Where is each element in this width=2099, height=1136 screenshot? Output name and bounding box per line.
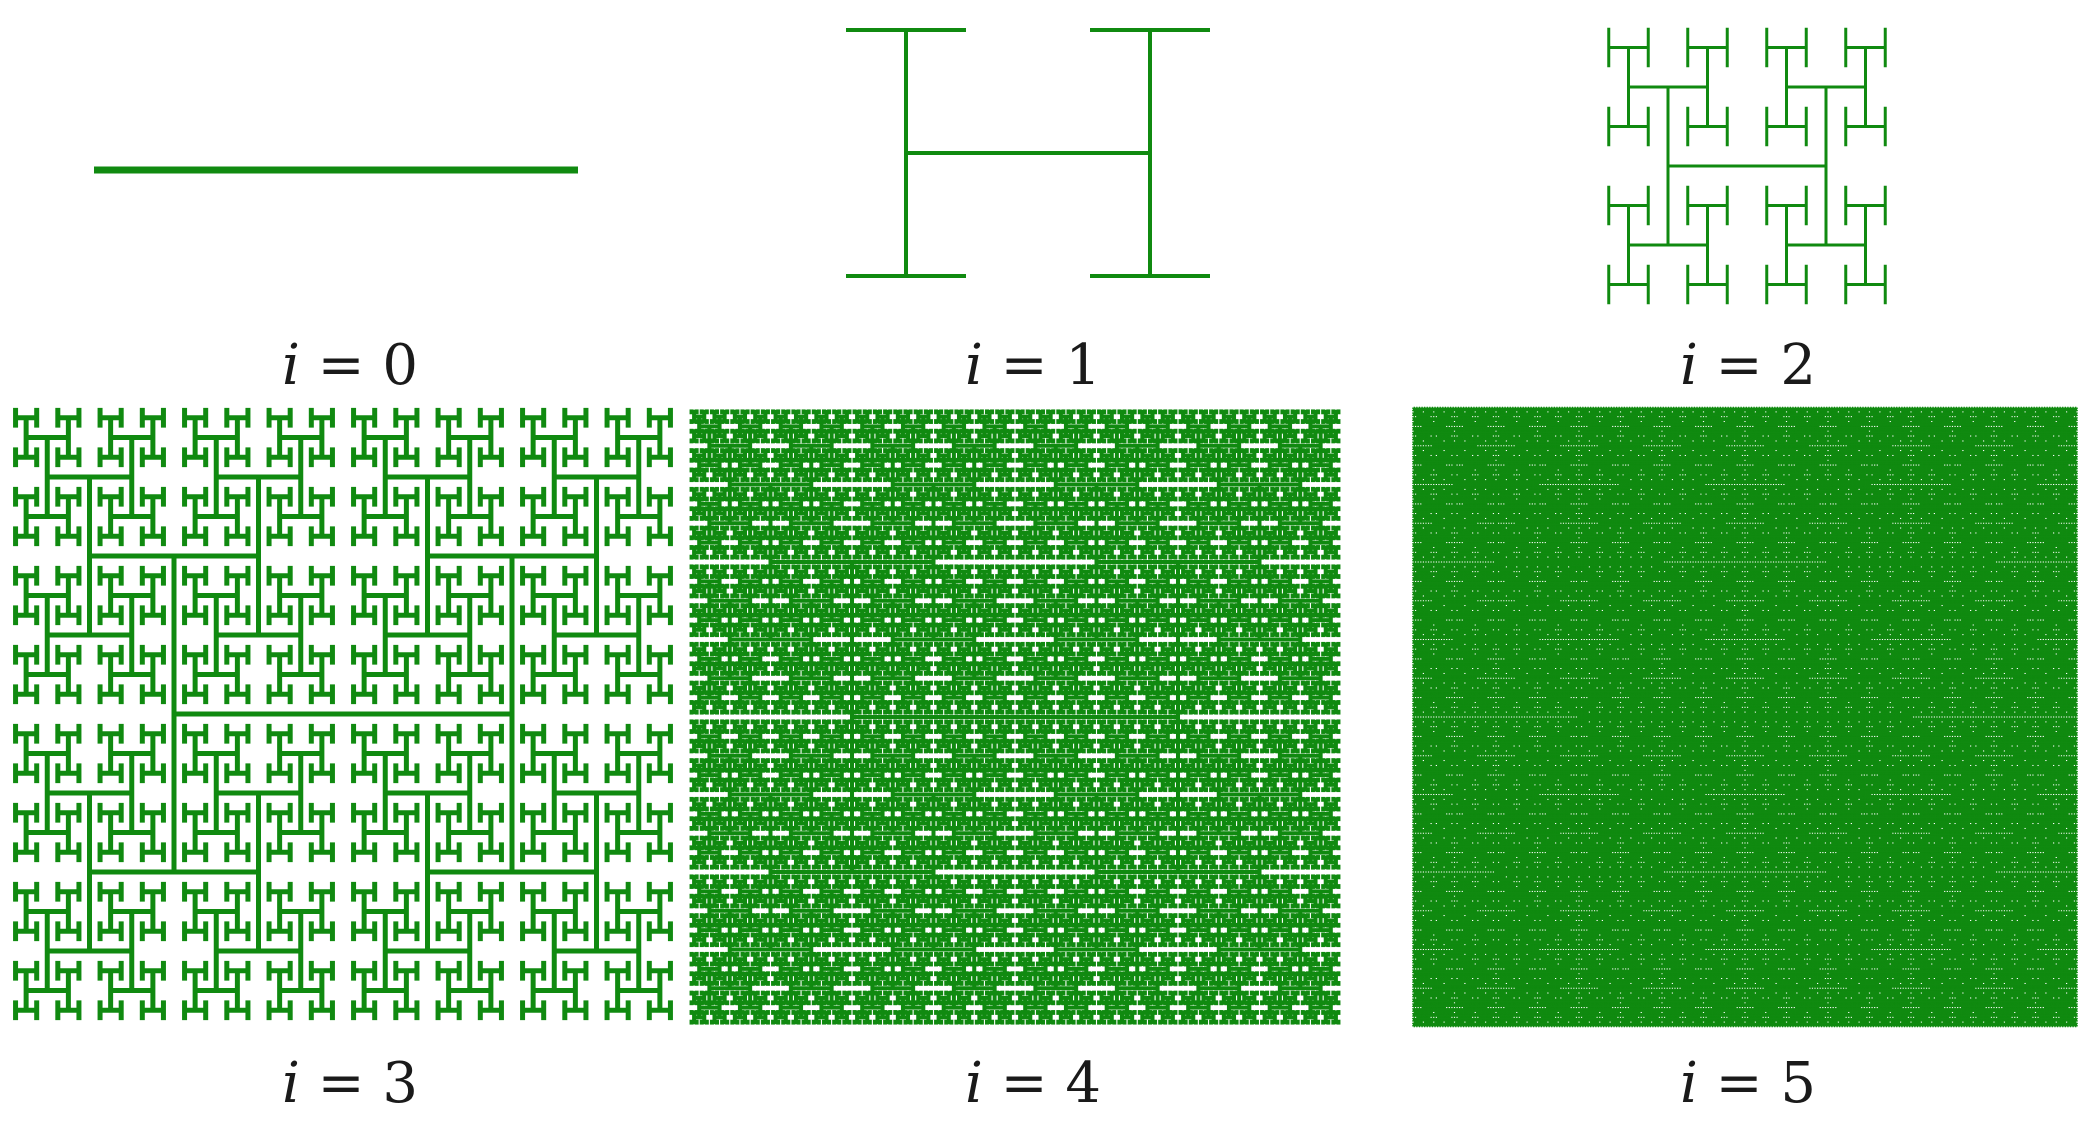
h-tree-iteration-2 [1609,28,1886,305]
h-tree-iteration-1 [846,30,1210,276]
h-tree-iteration-4 [692,409,1339,1024]
h-tree-iteration-3 [16,408,671,1020]
